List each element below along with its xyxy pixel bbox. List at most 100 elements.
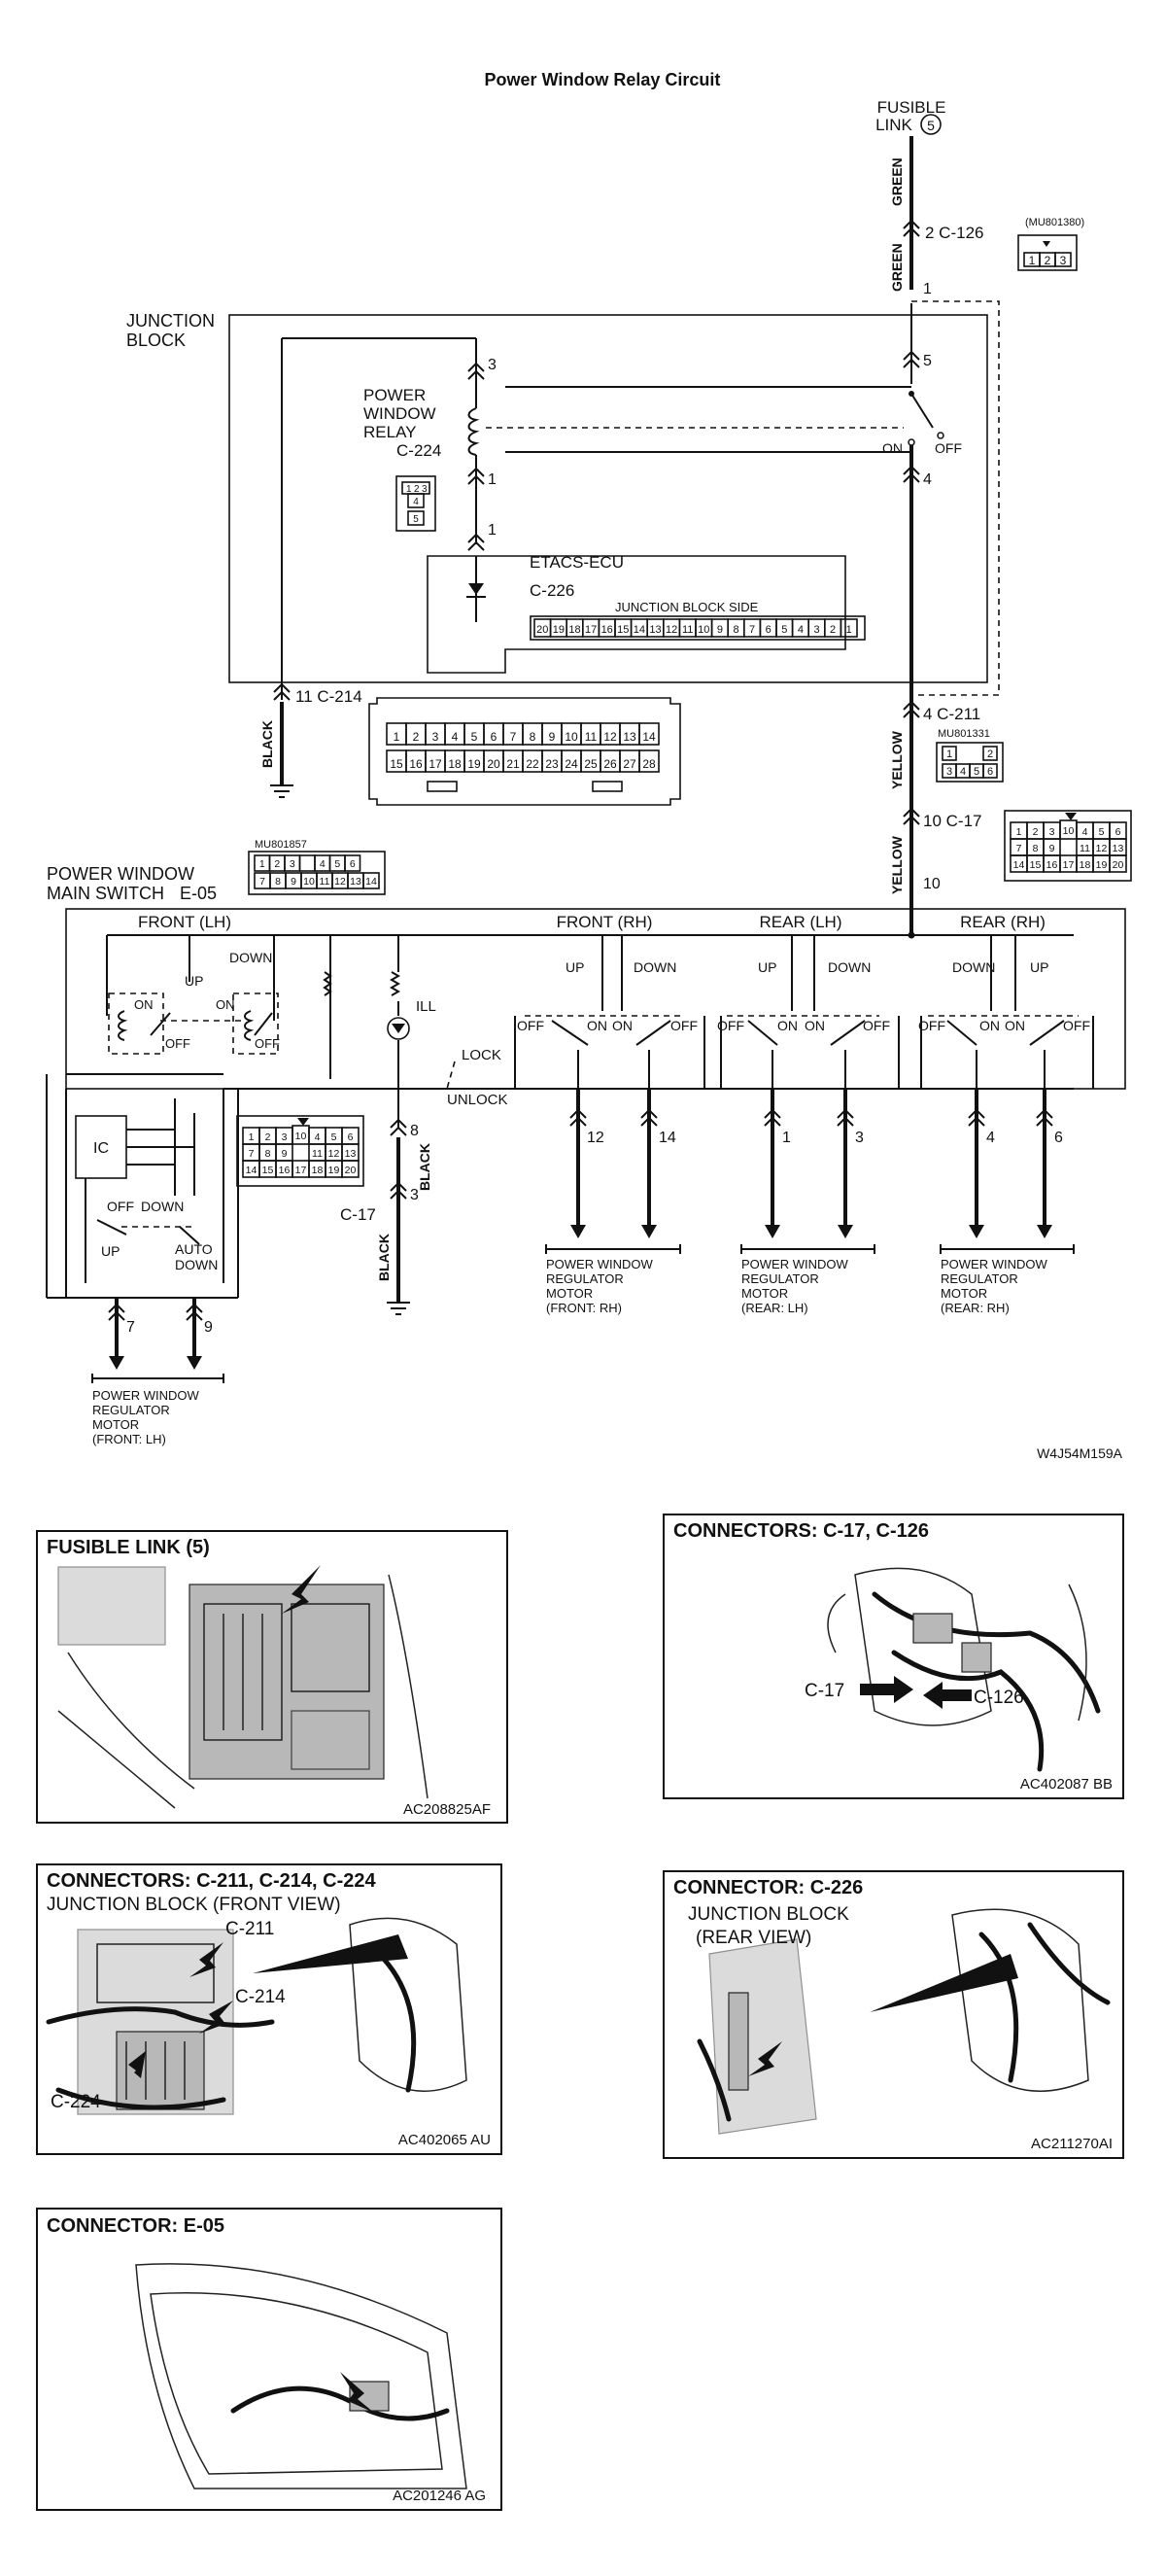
connector-pin: 12 — [603, 730, 617, 744]
connector-pin: 7 — [1016, 843, 1022, 854]
ic-label: IC — [93, 1140, 109, 1157]
rear-rh-off-2: OFF — [1063, 1018, 1090, 1033]
connector-pin: 17 — [295, 1165, 307, 1176]
front-rh-on-1: ON — [587, 1018, 607, 1033]
connector-pin: 18 — [1080, 859, 1091, 871]
connector-pin: 1 — [846, 624, 852, 636]
connector-pin: 16 — [409, 757, 423, 771]
connector-pin: 5 — [471, 730, 478, 744]
c211-label: 4 C-211 — [923, 705, 980, 723]
connector-pin: 8 — [1033, 843, 1039, 854]
connector-pin: 22 — [526, 757, 539, 771]
junction-block-label-2: BLOCK — [126, 331, 186, 350]
connector-pin: 14 — [365, 876, 377, 888]
c17-bottom-label: C-17 — [340, 1205, 376, 1224]
front-rh-off-1: OFF — [517, 1018, 544, 1033]
svg-text:14: 14 — [659, 1130, 676, 1146]
connector-pin: 19 — [467, 757, 481, 771]
svg-text:MOTOR: MOTOR — [941, 1286, 987, 1301]
group-rear-rh: REAR (RH) — [960, 913, 1046, 931]
photo-3-subtitle: JUNCTION BLOCK (FRONT VIEW) — [47, 1895, 341, 1915]
front-lh-off-1: OFF — [165, 1036, 190, 1051]
c211-part: MU801331 — [938, 728, 990, 740]
svg-text:POWER WINDOW: POWER WINDOW — [92, 1388, 199, 1403]
connector-pin: 15 — [262, 1165, 274, 1176]
e05-connector: E-05 — [180, 884, 217, 903]
connector-pin: 4 — [320, 858, 326, 870]
svg-text:(FRONT: RH): (FRONT: RH) — [546, 1301, 622, 1315]
junction-block-label: JUNCTION — [126, 311, 215, 331]
connector-pin: 28 — [642, 757, 656, 771]
connector-pin: 6 — [350, 858, 356, 870]
front-rh-up: UP — [566, 959, 584, 975]
connector-pin: 4 — [452, 730, 459, 744]
connector-pin: 15 — [1030, 859, 1042, 871]
connector-pin: 17 — [585, 624, 597, 636]
fusible-link-label: FUSIBLE — [877, 98, 946, 117]
front-rh-on-2: ON — [612, 1018, 633, 1033]
front-rh-off-2: OFF — [670, 1018, 698, 1033]
connector-pin: 2 — [274, 858, 280, 870]
svg-text:5: 5 — [974, 766, 979, 778]
connector-pin: 9 — [717, 624, 723, 636]
connector-pin: 8 — [530, 730, 536, 744]
fusible-link-label-2: LINK — [875, 116, 912, 134]
c126-pin-1: 1 — [923, 281, 932, 297]
connector-pin: 19 — [553, 624, 565, 636]
group-front-lh: FRONT (LH) — [138, 913, 231, 931]
arrow-c226-icon — [748, 2041, 782, 2076]
svg-text:4: 4 — [413, 497, 419, 507]
connector-pin: 10 — [295, 1131, 307, 1142]
connector-pin: 20 — [1113, 859, 1124, 871]
relay-label: POWER — [363, 386, 426, 404]
c17-top-label: 10 C-17 — [923, 812, 981, 830]
connector-pin: 11 — [312, 1148, 323, 1160]
wire-color-black-1: BLACK — [259, 720, 275, 768]
output-rear-rh: 4 6 POWER WINDOW REGULATOR MOTOR (REAR: … — [940, 1089, 1075, 1315]
connector-pin: 14 — [634, 624, 645, 636]
photo-3-title: CONNECTORS: C-211, C-214, C-224 — [47, 1870, 377, 1892]
connector-pin: 13 — [1113, 843, 1124, 854]
connector-pin: 27 — [623, 757, 636, 771]
connector-pin: 4 — [798, 624, 804, 636]
front-lh-on-2: ON — [216, 997, 235, 1012]
connector-pin: 11 — [1080, 843, 1090, 854]
connector-pin: 1 — [394, 730, 400, 744]
relay-label-2: WINDOW — [363, 404, 436, 423]
dashboard-sketch — [827, 1567, 1101, 1772]
connector-pin: 12 — [334, 876, 346, 888]
auto-label: AUTO — [175, 1241, 213, 1257]
etacs-name: ETACS-ECU — [530, 553, 624, 572]
svg-text:REGULATOR: REGULATOR — [546, 1271, 624, 1286]
svg-text:MOTOR: MOTOR — [741, 1286, 788, 1301]
photo-panel-e05: CONNECTOR: E-05 AC201246 AG — [36, 2208, 502, 2511]
connector-pin: 13 — [345, 1148, 357, 1160]
svg-text:3: 3 — [1060, 254, 1067, 267]
wire-color-yellow-1: YELLOW — [889, 730, 905, 789]
svg-text:POWER WINDOW: POWER WINDOW — [941, 1257, 1047, 1271]
relay-pin-5: 5 — [923, 353, 932, 369]
diagram-code: W4J54M159A — [1037, 1445, 1123, 1461]
connector-pin: 23 — [545, 757, 559, 771]
svg-text:3: 3 — [422, 484, 428, 495]
wire-color-black-3: BLACK — [376, 1234, 392, 1281]
front-lh-down: DOWN — [229, 950, 272, 965]
connector-pin: 7 — [259, 876, 265, 888]
svg-text:MOTOR: MOTOR — [546, 1286, 593, 1301]
fuse-box-sketch — [57, 1566, 429, 1809]
connector-pin: 13 — [649, 624, 661, 636]
wire-color-green-2: GREEN — [889, 243, 905, 292]
relay-label-3: RELAY — [363, 423, 417, 441]
ground-pin-3: 3 — [410, 1187, 419, 1203]
svg-text:REGULATOR: REGULATOR — [92, 1403, 170, 1417]
svg-text:9: 9 — [204, 1319, 213, 1336]
connector-pin: 20 — [487, 757, 500, 771]
svg-text:(REAR: LH): (REAR: LH) — [741, 1301, 808, 1315]
connector-pin: 19 — [1096, 859, 1108, 871]
photo-1-code: AC208825AF — [403, 1801, 491, 1818]
ground-pin-8: 8 — [410, 1123, 419, 1139]
photo-2-title: CONNECTORS: C-17, C-126 — [673, 1520, 929, 1542]
